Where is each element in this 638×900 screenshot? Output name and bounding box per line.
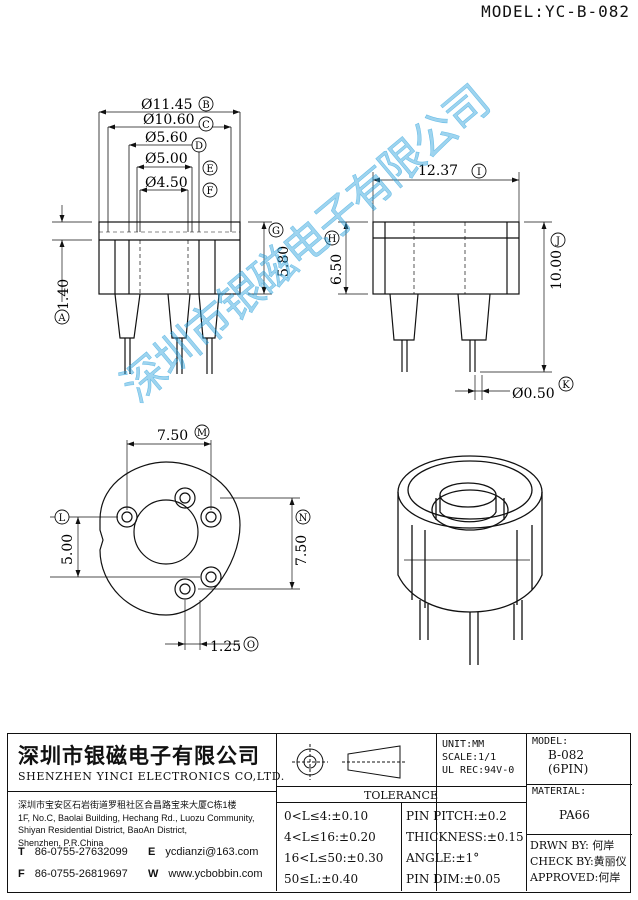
tag-j: J bbox=[555, 236, 560, 247]
tag-k: K bbox=[562, 380, 570, 391]
dim-n: 7.50 bbox=[294, 535, 310, 566]
dim-c: Ø10.60 bbox=[143, 112, 195, 128]
tag-c: C bbox=[202, 120, 210, 131]
dim-g: 5.80 bbox=[276, 246, 292, 277]
check-by: CHECK BY:黄丽仪 bbox=[530, 855, 627, 868]
dim-o: 1.25 bbox=[210, 639, 241, 655]
tolerance-length: 0<L≤4:±0.10 4<L≤16:±0.20 16<L≤50:±0.30 5… bbox=[284, 809, 384, 886]
front-view bbox=[52, 111, 272, 374]
address-en-3: Shenzhen, P.R.China bbox=[18, 837, 104, 848]
bottom-view bbox=[50, 440, 300, 650]
technical-drawing: Ø11.45 Ø10.60 Ø5.60 Ø5.00 Ø4.50 5.80 1.4… bbox=[50, 96, 574, 665]
tolerance-title: TOLERANCE bbox=[364, 789, 438, 802]
tag-o: O bbox=[247, 640, 255, 651]
dim-a: 1.40 bbox=[56, 279, 72, 310]
model-number: MODEL:YC-B-082 bbox=[481, 2, 630, 21]
model-value: B-082 (6PIN) bbox=[548, 748, 589, 776]
dim-f: Ø4.50 bbox=[145, 175, 188, 191]
tag-d: D bbox=[195, 141, 203, 152]
dim-l: 5.00 bbox=[60, 534, 76, 565]
isometric-view bbox=[397, 455, 543, 665]
tag-m: M bbox=[197, 428, 207, 439]
company-name-en: SHENZHEN YINCI ELECTRONICS CO,LTD. bbox=[18, 770, 285, 783]
signatures: DRWN BY: 何岸 CHECK BY:黄丽仪 APPROVED:何岸 bbox=[530, 838, 627, 886]
company-address: 深圳市宝安区石岩街道罗租社区合昌路宝来大厦C栋1楼 1F, No.C, Baol… bbox=[18, 799, 254, 849]
dim-d: Ø5.60 bbox=[145, 130, 188, 146]
tag-i: I bbox=[477, 167, 481, 178]
dim-e: Ø5.00 bbox=[145, 151, 188, 167]
tolerance-general: PIN PITCH:±0.2 THICKNESS:±0.15 ANGLE:±1°… bbox=[406, 809, 524, 886]
side-view bbox=[338, 172, 552, 400]
tag-f: F bbox=[207, 186, 214, 197]
front-view-tags bbox=[54, 96, 284, 325]
address-en-1: 1F, No.C, Baolai Building, Hechang Rd., … bbox=[18, 812, 255, 823]
dim-m: 7.50 bbox=[157, 428, 188, 444]
model-title: MODEL: bbox=[532, 736, 569, 747]
material-title: MATERIAL: bbox=[532, 786, 587, 797]
material-value: PA66 bbox=[559, 808, 590, 822]
drawn-by: DRWN BY: 何岸 bbox=[530, 839, 615, 852]
tag-a: A bbox=[57, 313, 66, 324]
title-block: 深圳市银磁电子有限公司 SHENZHEN YINCI ELECTRONICS C… bbox=[7, 733, 632, 893]
tag-l: L bbox=[59, 513, 66, 524]
dim-j: 10.00 bbox=[549, 250, 565, 290]
tag-h: H bbox=[328, 234, 337, 245]
tag-g: G bbox=[272, 226, 280, 237]
tag-b: B bbox=[202, 100, 209, 111]
dim-k: Ø0.50 bbox=[512, 386, 555, 402]
dim-h: 6.50 bbox=[329, 254, 345, 285]
tag-n: N bbox=[299, 513, 308, 524]
company-name-cn: 深圳市银磁电子有限公司 bbox=[18, 744, 260, 768]
address-en-2: Shiyan Residential District, BaoAn Distr… bbox=[18, 825, 188, 835]
drawing-info: UNIT:MM SCALE:1/1 UL REC:94V-0 bbox=[442, 739, 515, 776]
dim-b: Ø11.45 bbox=[141, 97, 193, 113]
approved-by: APPROVED:何岸 bbox=[530, 871, 621, 884]
dim-i: 12.37 bbox=[418, 163, 458, 179]
address-cn: 深圳市宝安区石岩街道罗租社区合昌路宝来大厦C栋1楼 bbox=[18, 800, 237, 810]
projection-symbol-icon bbox=[292, 744, 406, 780]
tag-e: E bbox=[206, 164, 213, 175]
